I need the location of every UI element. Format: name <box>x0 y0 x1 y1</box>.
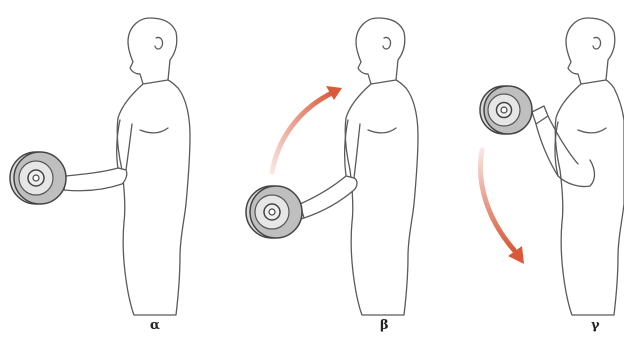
panel-gamma-label: γ <box>591 316 600 336</box>
lift-up-arrow <box>272 92 334 172</box>
figure-gamma-body <box>532 18 624 315</box>
panel-gamma <box>480 18 624 315</box>
figure-alpha-body <box>58 18 190 315</box>
panel-alpha <box>10 18 190 315</box>
panel-alpha-label: α <box>150 316 160 336</box>
panel-beta <box>246 18 418 315</box>
dumbbell-gamma <box>480 86 532 134</box>
dumbbell-alpha <box>10 152 66 204</box>
dumbbell-beta <box>246 186 302 238</box>
lower-down-arrow <box>480 150 514 250</box>
panel-beta-label: β <box>380 316 389 336</box>
figure-beta-body <box>294 18 418 315</box>
